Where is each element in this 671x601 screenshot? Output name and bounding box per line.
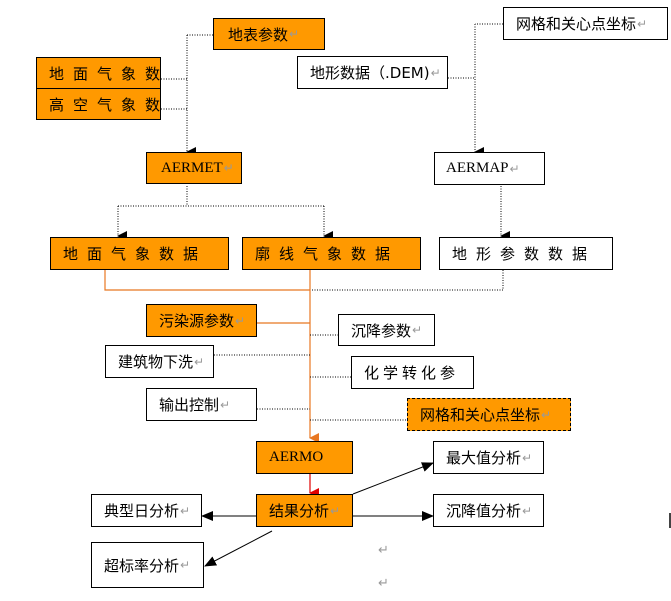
node-label: 超标率分析	[104, 556, 180, 575]
node-label: AERMO	[269, 449, 324, 465]
connector-terrain-to-aermod	[310, 270, 504, 291]
paragraph-mark-icon: ↵	[289, 27, 300, 41]
node-terrain-param-data[interactable]: 地形参数数据	[439, 237, 613, 270]
aermet-input-connectors	[117, 34, 333, 241]
paragraph-mark-icon: ↵	[330, 503, 341, 518]
node-profile-met-data[interactable]: 廓线气象数据	[242, 237, 421, 270]
aermod-input-connectors	[214, 334, 407, 421]
node-output-control[interactable]: 输出控制↵	[146, 388, 257, 421]
node-label: 地形数据（.DEM)	[310, 64, 430, 82]
node-chem-transform[interactable]: 化学转化参	[351, 356, 474, 389]
node-label: 最大值分析	[446, 449, 522, 467]
paragraph-mark-icon: ↵	[223, 161, 234, 175]
node-label: 沉降值分析	[446, 502, 522, 520]
paragraph-mark-icon: ↵	[430, 65, 441, 80]
node-label: 建筑物下洗	[118, 353, 194, 371]
node-label: 廓线气象数据	[255, 245, 400, 263]
node-label: 地形参数数据	[452, 245, 597, 263]
node-surface-met[interactable]: 地面气象数	[36, 57, 161, 89]
paragraph-mark-icon: ↵	[378, 576, 389, 591]
node-grid-coords-mid[interactable]: 网格和关心点坐标↵	[407, 398, 571, 431]
node-grid-coords-top[interactable]: 网格和关心点坐标↵	[503, 7, 668, 40]
aermap-input-connectors	[310, 23, 510, 291]
node-result-analysis[interactable]: 结果分析↵	[256, 494, 353, 527]
node-exceedance-rate-analysis[interactable]: 超标率分析↵	[91, 542, 204, 588]
connector-surface-met-data	[104, 270, 310, 291]
arrow-to-max-value	[352, 462, 434, 495]
node-aermet[interactable]: AERMET↵	[146, 152, 242, 184]
node-upper-met[interactable]: 高空气象数	[36, 88, 161, 120]
paragraph-mark-icon: ↵	[220, 397, 231, 412]
aermod-main-connectors	[104, 270, 319, 443]
text-cursor	[669, 513, 671, 528]
node-surface-params[interactable]: 地表参数↵	[213, 18, 325, 50]
node-label: 地表参数	[228, 25, 289, 44]
node-deposition-value-analysis[interactable]: 沉降值分析↵	[433, 494, 544, 527]
node-source-params[interactable]: 污染源参数↵	[146, 304, 257, 337]
node-aermap[interactable]: AERMAP↵	[434, 152, 545, 185]
paragraph-mark-icon: ↵	[522, 450, 533, 465]
arrow-to-exceedance-rate	[204, 530, 273, 567]
node-label: 结果分析	[269, 502, 330, 520]
node-label: 高空气象数	[49, 95, 170, 114]
node-surface-met-data[interactable]: 地面气象数据	[50, 237, 229, 270]
paragraph-mark-icon: ↵	[194, 354, 205, 369]
paragraph-mark-icon: ↵	[541, 407, 552, 422]
node-label: AERMAP	[446, 160, 509, 176]
node-building-downwash[interactable]: 建筑物下洗↵	[105, 345, 214, 378]
node-label: 输出控制	[159, 396, 220, 414]
node-label: 地面气象数	[49, 64, 170, 83]
paragraph-mark-icon: ↵	[180, 503, 191, 518]
paragraph-mark-icon: ↵	[412, 323, 423, 337]
node-label: 污染源参数	[159, 312, 235, 330]
result-connectors	[201, 462, 434, 567]
node-dem-data[interactable]: 地形数据（.DEM)↵	[297, 56, 448, 89]
node-deposition-params[interactable]: 沉降参数↵	[338, 314, 435, 346]
node-max-value-analysis[interactable]: 最大值分析↵	[433, 441, 544, 474]
node-label: 网格和关心点坐标	[420, 406, 541, 424]
node-label: 沉降参数	[351, 321, 412, 340]
node-label: 化学转化参	[364, 364, 460, 382]
paragraph-mark-icon: ↵	[509, 161, 520, 176]
node-label: 网格和关心点坐标	[516, 15, 637, 33]
paragraph-mark-icon: ↵	[522, 503, 533, 518]
node-aermod[interactable]: AERMO	[256, 441, 353, 474]
node-label: AERMET	[161, 159, 223, 176]
paragraph-mark-icon: ↵	[180, 558, 191, 572]
node-typical-day-analysis[interactable]: 典型日分析↵	[91, 494, 202, 527]
node-label: 地面气象数据	[63, 245, 208, 263]
paragraph-mark-icon: ↵	[378, 543, 389, 558]
node-label: 典型日分析	[104, 502, 180, 520]
paragraph-mark-icon: ↵	[235, 313, 246, 328]
paragraph-mark-icon: ↵	[637, 16, 648, 31]
